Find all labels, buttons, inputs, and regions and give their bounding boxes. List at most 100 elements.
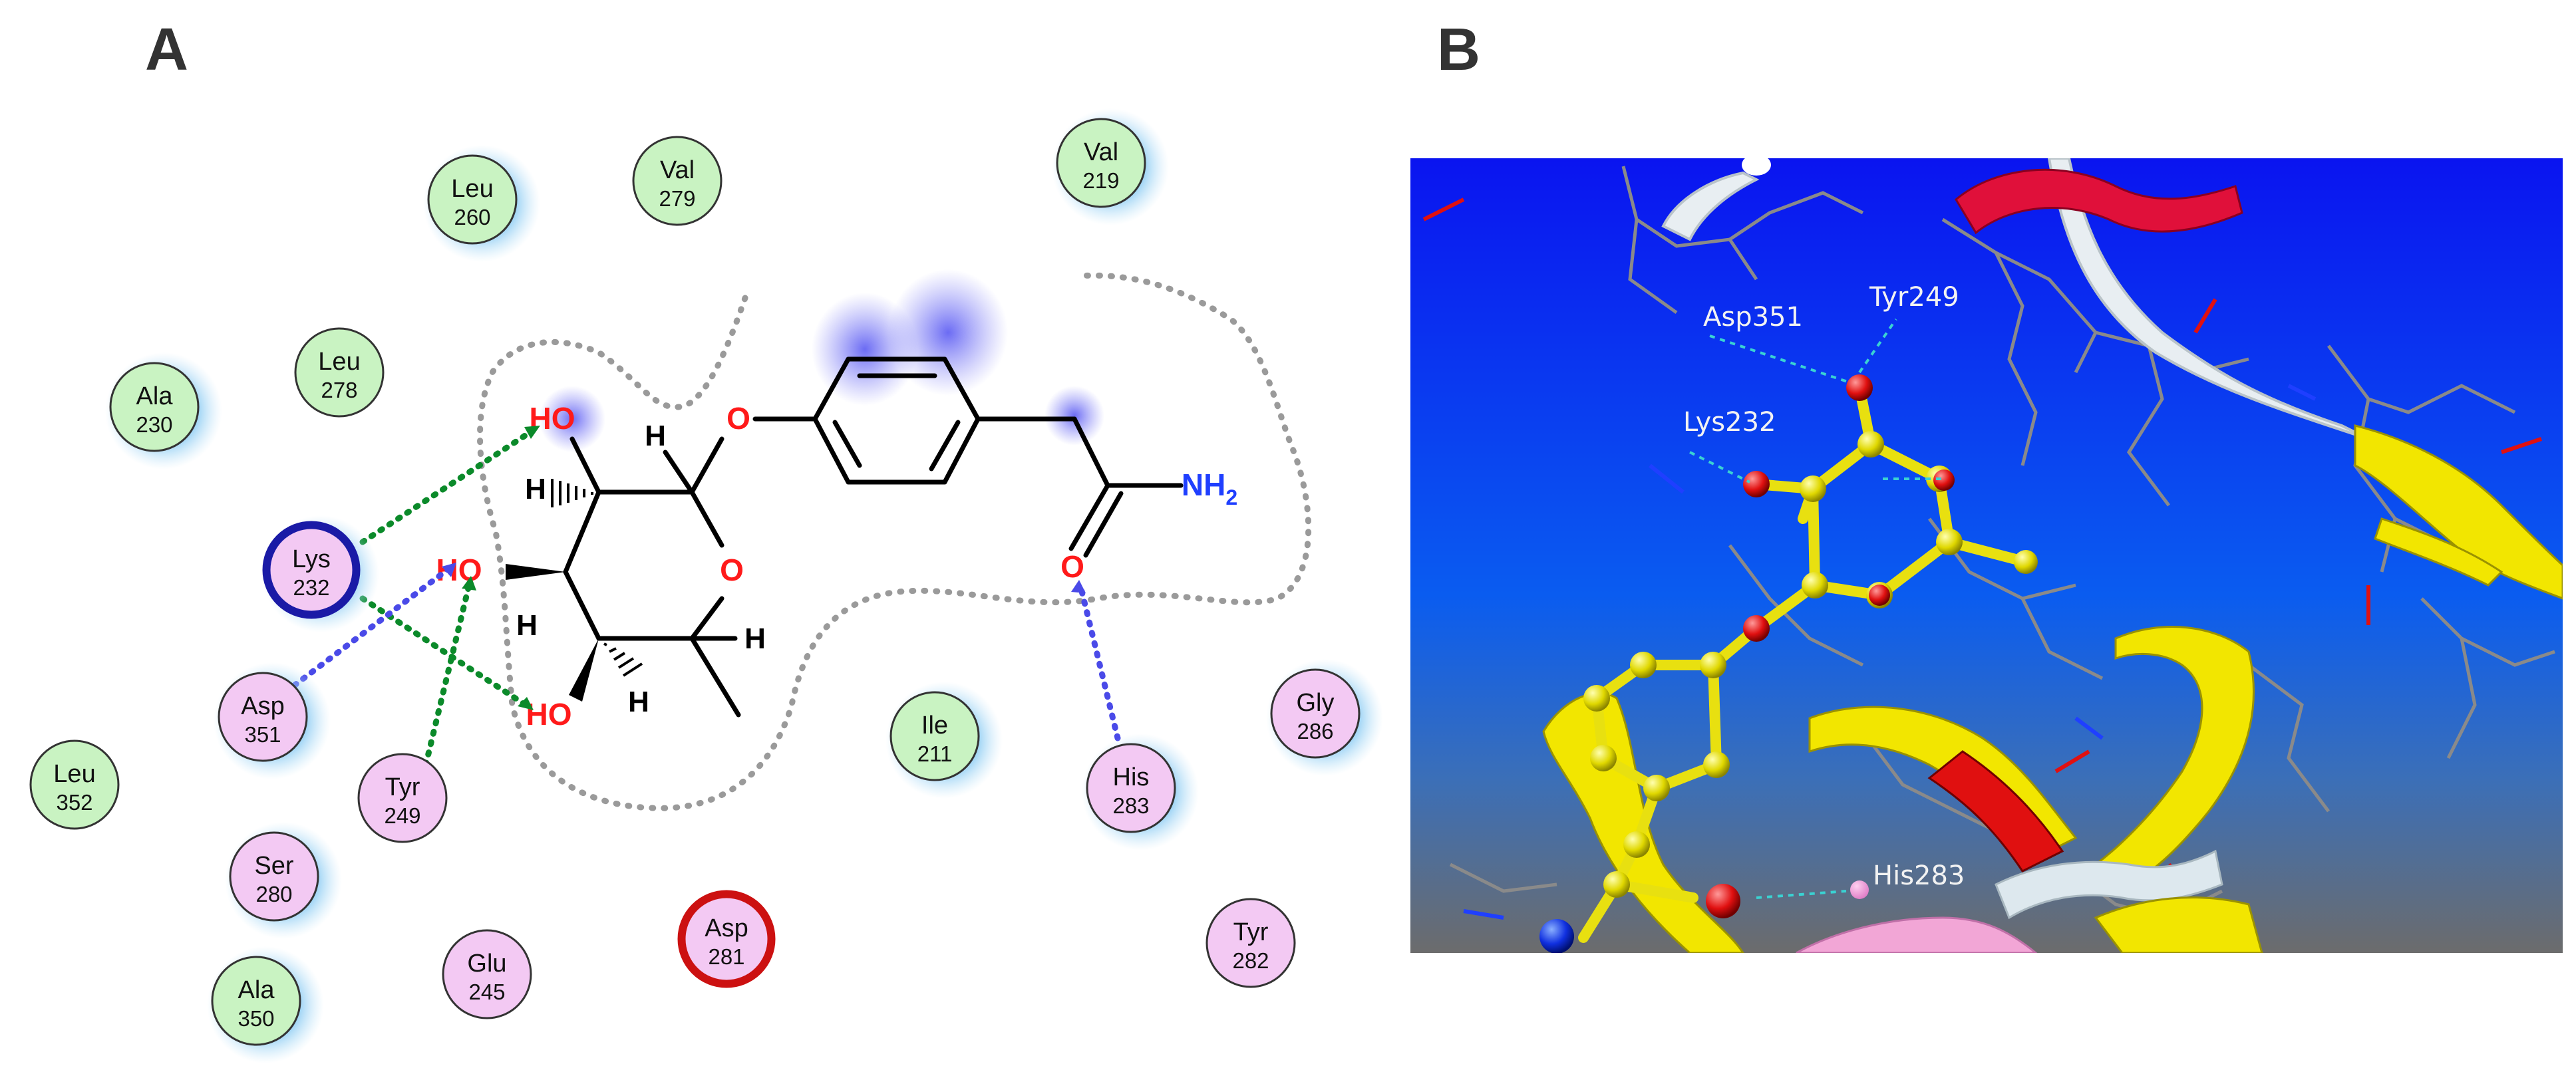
residue-number: 281 <box>708 944 744 969</box>
protein-ribbon-yellow <box>2374 517 2503 587</box>
residue-lys232: Lys232 <box>262 515 379 632</box>
residue-charge-ring <box>262 521 361 619</box>
ligand-exposure-blob <box>1045 386 1104 446</box>
ligand-atom-ho: HO <box>526 697 572 732</box>
hbond-arrowhead <box>524 426 540 439</box>
residue-disc <box>357 753 448 843</box>
residue-name: Ile <box>921 712 948 739</box>
residue-number: 245 <box>468 980 505 1004</box>
hbond-arrowhead <box>462 576 476 591</box>
residue-disc <box>109 362 200 452</box>
residue-number: 282 <box>1232 948 1269 973</box>
protein-ribbon-white <box>1742 158 1771 176</box>
residue-number: 249 <box>384 803 420 828</box>
residue-number: 211 <box>917 741 953 766</box>
ligand-ring-oxygen: O <box>720 553 744 587</box>
residue-name: Gly <box>1297 689 1335 717</box>
residue-name: Lys <box>292 545 331 573</box>
ligand-carbonyl-oxygen: O <box>1060 549 1084 584</box>
ligand-wedge <box>569 638 599 702</box>
hbond-arrowhead <box>518 697 534 710</box>
residue-name: His <box>1113 763 1150 791</box>
residue-disc <box>1270 668 1361 759</box>
residue-name: Ala <box>238 976 275 1004</box>
residue-name: Glu <box>467 950 506 978</box>
ligand-hydrogen: H <box>525 473 546 505</box>
label-lys232: Lys232 <box>1683 407 1776 438</box>
protein-ribbon-red <box>1955 168 2243 235</box>
label-asp351: Asp351 <box>1703 302 1803 333</box>
panel-a: A <box>29 17 1383 1063</box>
residue-name: Val <box>1084 138 1118 166</box>
ligand-hydrogen: H <box>645 420 666 452</box>
hbond-arrowhead <box>1071 580 1086 593</box>
residue-group: Leu260Val279Val219Leu278Ala230Lys232Asp3… <box>29 108 1383 1063</box>
residue-name: Asp <box>705 914 748 942</box>
residue-disc <box>679 892 774 986</box>
residue-disc <box>264 523 359 617</box>
residue-number: 219 <box>1082 168 1119 193</box>
binding-pocket-outline <box>477 272 1312 811</box>
residue-name: Leu <box>451 175 493 203</box>
residue-number: 230 <box>136 412 172 437</box>
residue-number: 260 <box>454 205 490 229</box>
residue-disc <box>632 136 723 226</box>
protein-sticks-colored <box>1422 198 2542 920</box>
hbond-backbone-line <box>283 565 452 695</box>
ligand-glycosidic-oxygen: O <box>726 401 750 436</box>
residue-number: 232 <box>293 575 329 600</box>
label-tyr249: Tyr249 <box>1869 282 1959 313</box>
residue-disc <box>1206 898 1296 988</box>
hbond-3d-lines <box>1689 318 1943 899</box>
hbond-lines <box>283 428 1121 768</box>
hbond-backbone-line <box>1078 585 1121 741</box>
hbond-sidechain-line <box>359 428 536 545</box>
ligand-amine-nh2: NH2 <box>1182 467 1237 509</box>
residue-name: Val <box>660 156 695 184</box>
residue-name: Tyr <box>385 773 420 801</box>
residue-number: 350 <box>238 1006 274 1031</box>
residue-number: 286 <box>1297 719 1333 743</box>
residue-disc <box>218 672 308 762</box>
ligand-hydrogen: H <box>516 609 538 642</box>
ligand-wedge <box>506 564 565 580</box>
protein-ribbon-white <box>1661 171 1760 241</box>
panel-a-label: A <box>145 17 188 83</box>
residue-disc <box>427 154 518 245</box>
residue-name: Tyr <box>1233 918 1269 946</box>
residue-disc <box>442 929 532 1019</box>
ligand-hydrogen: H <box>744 622 766 655</box>
ligand-exposure-blob <box>888 269 1008 396</box>
protein-ribbon-red <box>1927 750 2064 872</box>
residue-disc <box>211 956 301 1046</box>
ligand-hash <box>551 479 643 677</box>
residue-charge-ring <box>677 890 776 988</box>
residue-disc <box>29 739 120 830</box>
residue-number: 351 <box>244 722 281 747</box>
structure-view: Asp351 Tyr249 Lys232 His283 <box>1410 158 2563 953</box>
residue-name: Asp <box>241 692 284 720</box>
residue-number: 280 <box>255 882 292 906</box>
residue-disc <box>1056 118 1146 208</box>
residue-disc <box>1086 743 1176 833</box>
residue-number: 283 <box>1112 793 1149 818</box>
hbond-arrowhead <box>442 563 456 577</box>
protein-ribbon-yellow <box>2354 424 2563 600</box>
residue-name: Leu <box>318 348 360 376</box>
residue-number: 278 <box>321 378 357 402</box>
hbond-sidechain-line <box>422 582 472 768</box>
residue-asp351: Asp351 <box>214 662 331 779</box>
protein-ribbon-white <box>1995 849 2223 920</box>
label-his283: His283 <box>1873 861 1965 891</box>
residue-number: 352 <box>56 790 92 815</box>
